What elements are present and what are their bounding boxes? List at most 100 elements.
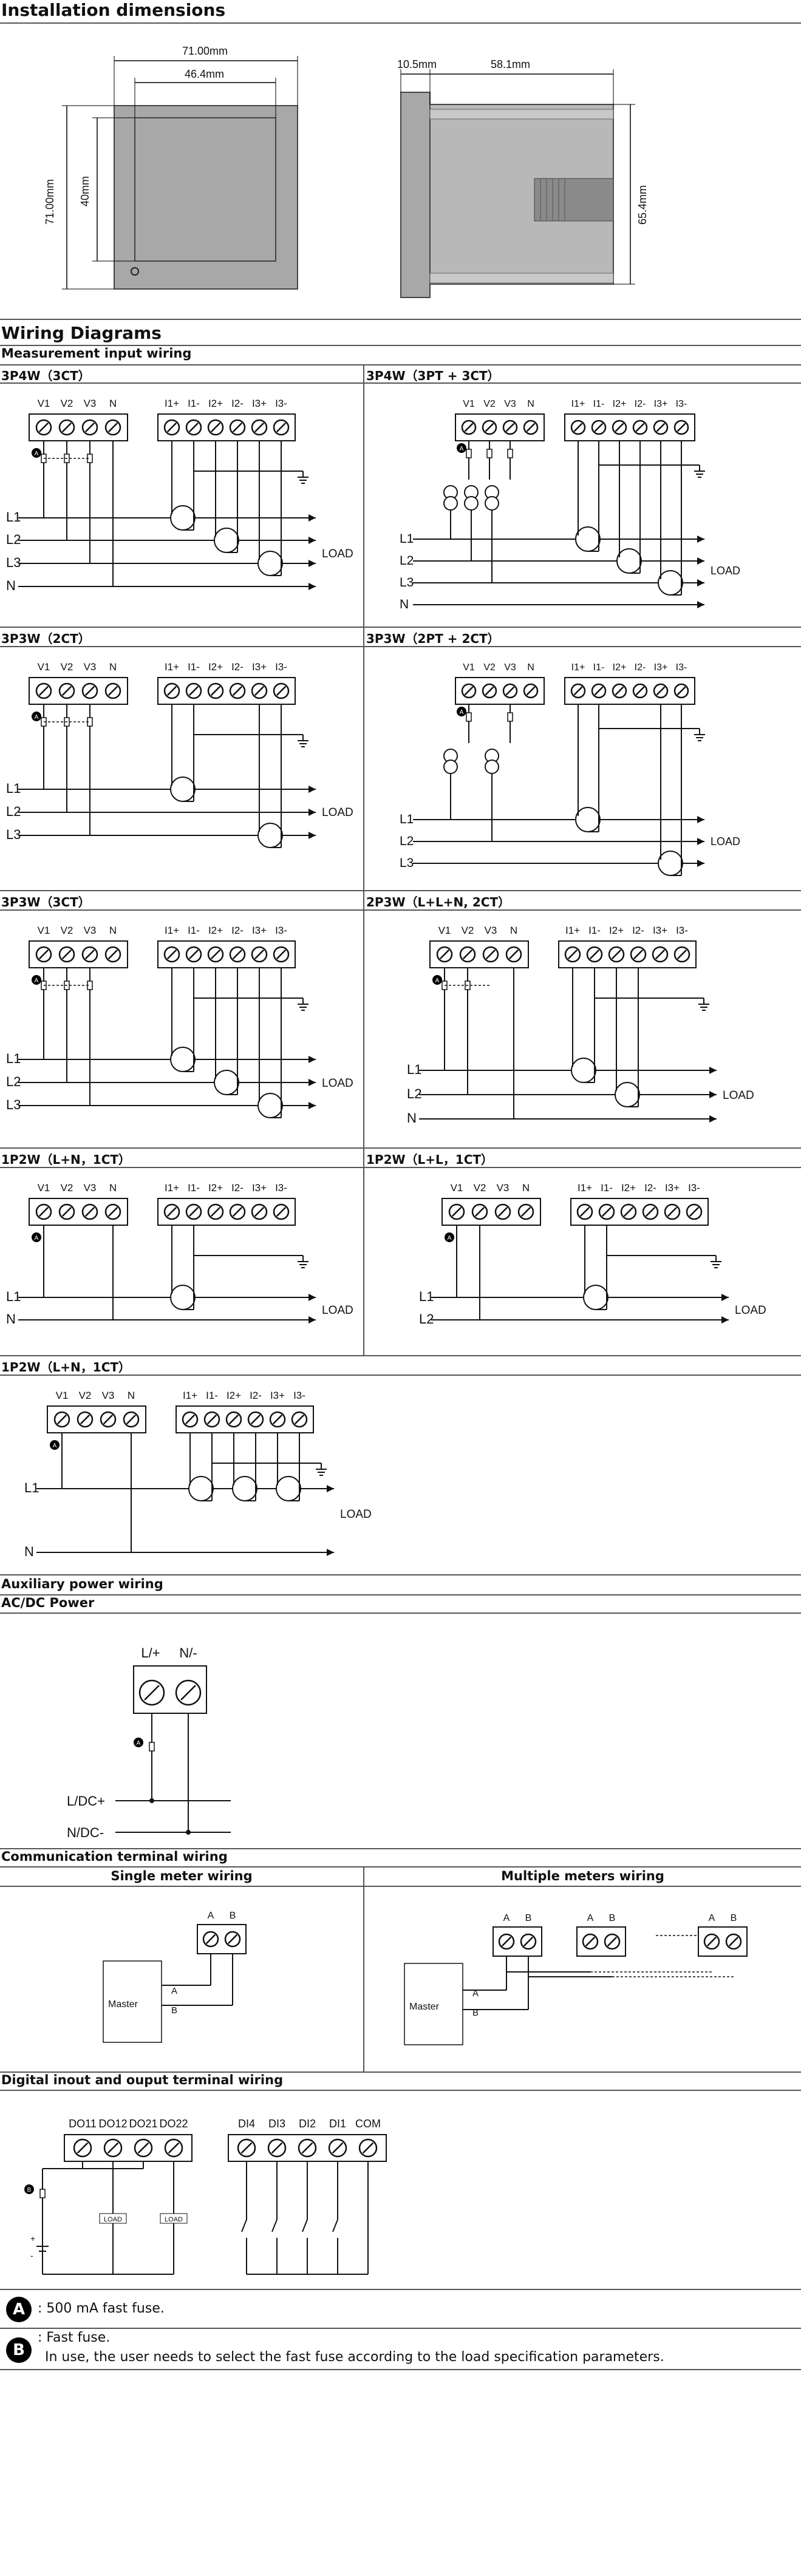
wire xyxy=(84,422,95,433)
wire xyxy=(180,1685,196,1701)
wire xyxy=(166,685,177,696)
label: LOAD xyxy=(322,548,353,560)
wire xyxy=(497,1206,508,1217)
label: N xyxy=(109,398,117,409)
badge xyxy=(32,975,41,985)
wire xyxy=(635,423,645,432)
wire xyxy=(301,2142,313,2154)
label: A xyxy=(171,1986,177,1996)
label: A xyxy=(472,1988,479,1999)
wire xyxy=(107,2142,119,2154)
svg-text:10.5mm: 10.5mm xyxy=(397,58,437,70)
wire xyxy=(451,1206,462,1217)
wire xyxy=(103,1414,114,1425)
badge-label: A xyxy=(460,446,464,452)
multi-title: Multiple meters wiring xyxy=(501,1869,664,1883)
wire xyxy=(166,949,177,960)
wire xyxy=(188,685,199,696)
label: I1+ xyxy=(571,662,585,673)
aux-diagram: L/+N/-AL/DC+N/DC- xyxy=(67,1645,231,1840)
current-transformer xyxy=(616,548,642,574)
wire xyxy=(526,686,536,696)
label: V2 xyxy=(483,662,496,673)
current-transformer xyxy=(188,1476,214,1501)
label: LOAD xyxy=(711,835,740,848)
label: V3 xyxy=(485,925,497,936)
wire xyxy=(240,2142,253,2154)
wire xyxy=(485,423,494,432)
label: V3 xyxy=(102,1390,115,1401)
label: V3 xyxy=(497,1182,510,1194)
badge xyxy=(24,2184,34,2194)
wire xyxy=(228,1414,239,1425)
fuse xyxy=(149,1742,155,1752)
wire xyxy=(294,1414,305,1425)
voltage-transformer xyxy=(443,496,458,511)
label: DI4 xyxy=(238,2118,255,2130)
label: V3 xyxy=(504,399,516,409)
label: I2+ xyxy=(613,399,627,409)
wire xyxy=(272,1414,283,1425)
label: B xyxy=(171,2005,177,2016)
wire xyxy=(107,949,118,960)
current-transformer xyxy=(170,777,196,802)
wire xyxy=(232,422,243,433)
label: N xyxy=(6,578,16,593)
divider xyxy=(0,345,801,346)
current-transformer xyxy=(571,1058,596,1083)
digital-title: Digital inout and ouput terminal wiring xyxy=(1,2073,284,2087)
label: I2- xyxy=(635,399,646,409)
aux-subtitle: AC/DC Power xyxy=(1,1596,95,1610)
measurement-title: Measurement input wiring xyxy=(1,346,192,361)
badge-label: A xyxy=(35,714,39,721)
terminal-block xyxy=(564,677,695,705)
label: I1- xyxy=(188,398,200,409)
current-transformer xyxy=(575,807,601,832)
badge-label: A xyxy=(35,977,39,984)
label: I1+ xyxy=(571,399,585,409)
label: I1- xyxy=(188,661,200,673)
badge-label: A xyxy=(137,1740,141,1747)
wire xyxy=(210,685,221,696)
label: I1- xyxy=(601,1182,613,1194)
current-transformer xyxy=(214,528,239,553)
wire xyxy=(505,686,515,696)
wire xyxy=(645,1206,656,1217)
label: L2 xyxy=(6,1074,21,1089)
label: L1 xyxy=(24,1480,39,1495)
label: I2- xyxy=(644,1182,656,1194)
label: L1 xyxy=(400,532,414,546)
current-transformer xyxy=(615,1082,640,1107)
label: LOAD xyxy=(735,1304,766,1317)
label: DI3 xyxy=(268,2118,285,2130)
label: DO11 xyxy=(69,2118,97,2130)
label: N xyxy=(510,925,517,936)
wire xyxy=(656,423,666,432)
label: I2- xyxy=(231,1182,244,1194)
label: V2 xyxy=(61,398,73,409)
fuse xyxy=(466,712,472,722)
label: V3 xyxy=(84,398,97,409)
badge-label: A xyxy=(35,450,39,457)
wire xyxy=(633,949,644,960)
arrow-head xyxy=(721,1294,729,1301)
label: L1 xyxy=(6,1051,21,1066)
label: I2- xyxy=(635,662,646,673)
label: I2- xyxy=(632,925,644,936)
fuse xyxy=(466,449,472,458)
svg-text:40mm: 40mm xyxy=(79,176,91,206)
label: N xyxy=(6,1311,16,1327)
label: I2- xyxy=(231,661,244,673)
badge-label: A xyxy=(53,1443,57,1449)
label: I1+ xyxy=(165,925,179,936)
label: A xyxy=(709,1913,715,1923)
wire xyxy=(485,686,494,696)
wire xyxy=(623,1206,634,1217)
badge xyxy=(445,1232,454,1242)
terminal-block xyxy=(176,1405,314,1433)
wire xyxy=(166,422,177,433)
badge-label: A xyxy=(435,977,440,984)
arrow-head xyxy=(697,579,704,586)
wire xyxy=(84,1206,95,1217)
wire xyxy=(706,1936,717,1947)
